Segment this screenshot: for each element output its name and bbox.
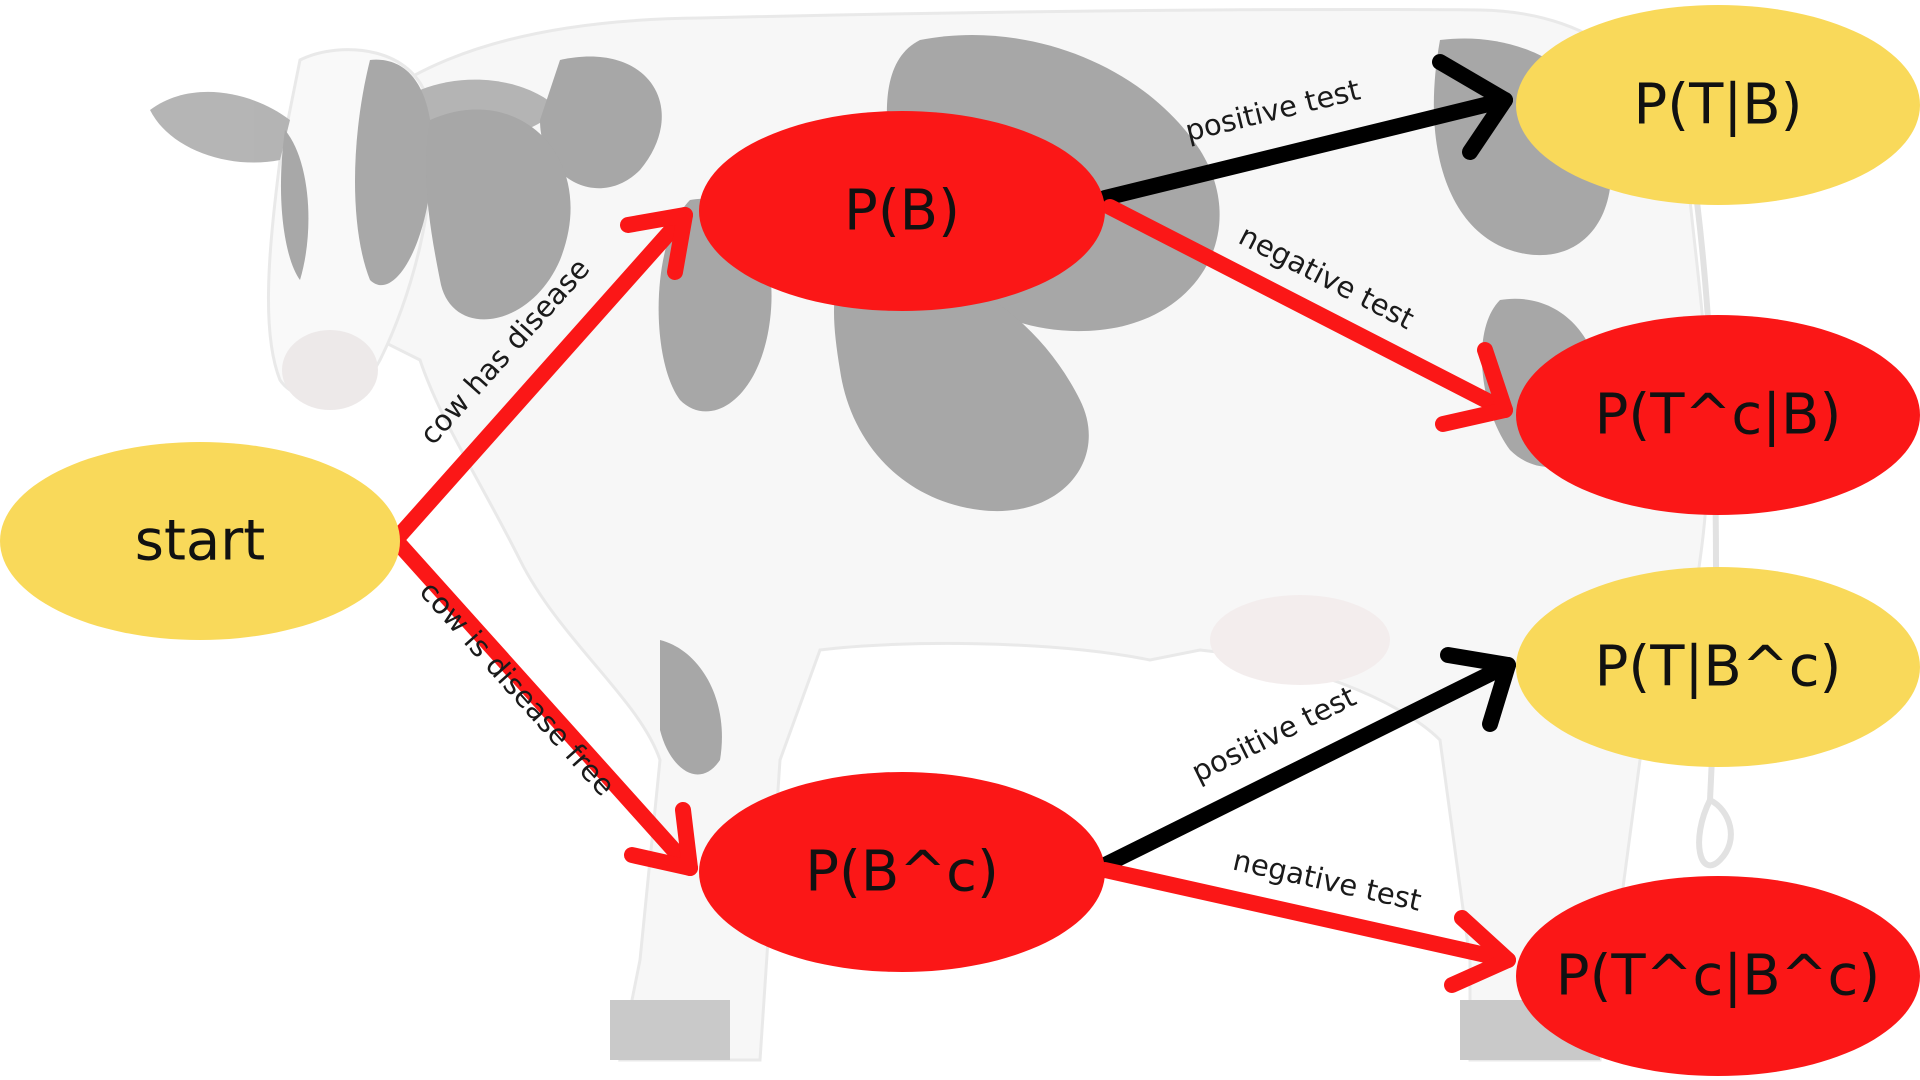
cow-spot-shoulder [540, 56, 662, 189]
cow-head-spot-2 [280, 130, 309, 280]
node-ptcb-shape [1516, 315, 1920, 515]
node-ptb: P(T|B) [1516, 5, 1920, 205]
node-ptcbc-label: P(T^c|B^c) [1556, 944, 1880, 1009]
node-ptcb-label: P(T^c|B) [1595, 383, 1842, 448]
cow-head-spot [355, 59, 433, 286]
node-ptcb: P(T^c|B) [1516, 315, 1920, 515]
arrowhead-start-to-pb [620, 207, 693, 280]
arrowhead-start-to-pbc [624, 802, 698, 876]
arrowhead-pb-to-ptb [1432, 54, 1513, 160]
node-start: start [0, 442, 400, 640]
node-ptb-label: P(T|B) [1634, 73, 1803, 138]
nodes: start P(B) P(B^c) P(T|B) P(T^c|B) P(T|B^… [0, 5, 1920, 1076]
cow-hoof-1 [610, 1000, 730, 1060]
node-ptb-shape [1516, 5, 1920, 205]
edge-start-to-pbc [392, 537, 698, 876]
edge-pbc-to-ptbc [1097, 657, 1516, 873]
node-ptcbc: P(T^c|B^c) [1516, 876, 1920, 1076]
node-pb-label: P(B) [844, 179, 960, 244]
node-ptbc-shape [1516, 567, 1920, 767]
edge-start-to-pb [392, 207, 693, 543]
cow-ear-left [150, 91, 290, 163]
node-ptbc-label: P(T|B^c) [1595, 635, 1842, 700]
node-pbc: P(B^c) [699, 772, 1105, 972]
edge-pbc-to-ptcbc [1097, 862, 1516, 968]
edges [392, 54, 1516, 993]
node-start-shape [0, 442, 400, 640]
cow-ear-right [420, 79, 560, 144]
arrowhead-pbc-to-ptbc [1440, 647, 1516, 732]
cow-spot-leg [660, 640, 722, 775]
node-start-label: start [135, 509, 265, 574]
node-pbc-shape [699, 772, 1105, 972]
edge-pb-to-ptcb [1102, 199, 1513, 418]
node-ptcbc-shape [1516, 876, 1920, 1076]
node-ptbc: P(T|B^c) [1516, 567, 1920, 767]
edge-pb-to-ptb [1097, 92, 1513, 206]
arrowhead-pbc-to-ptcbc [1444, 910, 1516, 993]
cow-muzzle [282, 330, 378, 410]
arrowhead-pb-to-ptcb [1435, 342, 1513, 432]
node-pb: P(B) [699, 111, 1105, 311]
cow-head [266, 48, 434, 399]
node-pbc-label: P(B^c) [805, 840, 999, 905]
cow-spot-mid [834, 260, 1089, 512]
cow-udder [1210, 595, 1390, 685]
node-pb-shape [699, 111, 1105, 311]
cow-spot-neck [425, 109, 571, 320]
